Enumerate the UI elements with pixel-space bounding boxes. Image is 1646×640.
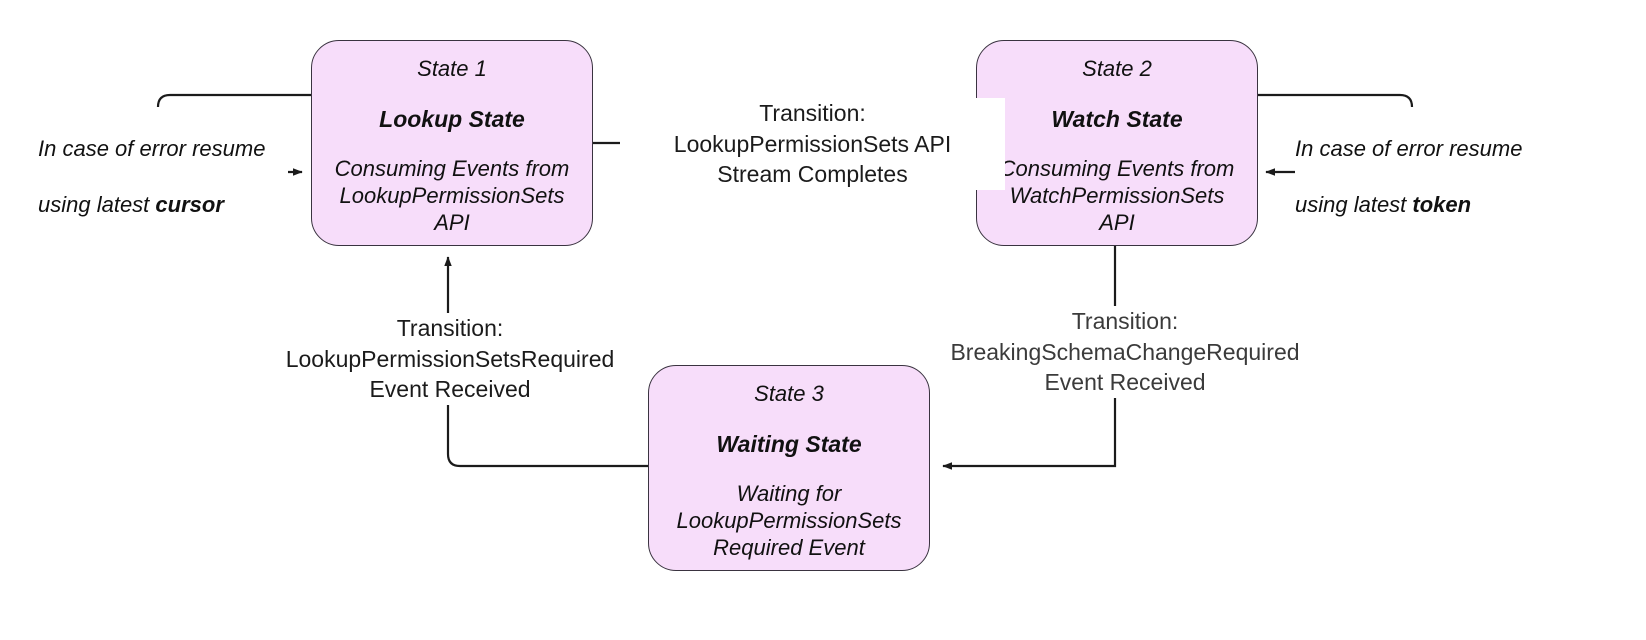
self-loop-note-watch-keyword: token <box>1412 192 1472 218</box>
state-node-1[interactable]: State 1 Lookup State Consuming Events fr… <box>311 40 593 246</box>
state-3-index-label: State 3 <box>754 381 824 406</box>
state-3-title: Waiting State <box>716 431 862 458</box>
self-loop-note-lookup: In case of error resume using latest cur… <box>38 107 288 220</box>
state-2-title: Watch State <box>1051 106 1183 133</box>
edge-waiting-to-lookup <box>444 256 648 468</box>
state-1-index-label: State 1 <box>417 56 487 81</box>
self-loop-note-watch-line2-prefix: using latest <box>1295 192 1413 218</box>
self-loop-note-lookup-line1: In case of error resume <box>38 136 266 162</box>
self-loop-note-lookup-line2-prefix: using latest <box>38 192 156 218</box>
self-loop-note-watch: In case of error resume using latest tok… <box>1295 107 1545 220</box>
transition-label-lookup-to-watch: Transition: LookupPermissionSets API Str… <box>620 98 1005 190</box>
state-1-title: Lookup State <box>379 106 525 133</box>
state-2-description: Consuming Events from WatchPermissionSet… <box>999 156 1235 236</box>
state-2-index-label: State 2 <box>1082 56 1152 81</box>
state-1-description: Consuming Events from LookupPermissionSe… <box>334 156 570 236</box>
state-node-3[interactable]: State 3 Waiting State Waiting for Lookup… <box>648 365 930 571</box>
self-loop-note-watch-line1: In case of error resume <box>1295 136 1523 162</box>
transition-label-waiting-to-lookup: Transition: LookupPermissionSetsRequired… <box>255 313 645 405</box>
self-loop-note-lookup-keyword: cursor <box>155 192 224 218</box>
state-3-description: Waiting for LookupPermissionSets Require… <box>676 481 902 561</box>
state-node-2[interactable]: State 2 Watch State Consuming Events fro… <box>976 40 1258 246</box>
transition-label-watch-to-waiting: Transition: BreakingSchemaChangeRequired… <box>930 306 1320 398</box>
